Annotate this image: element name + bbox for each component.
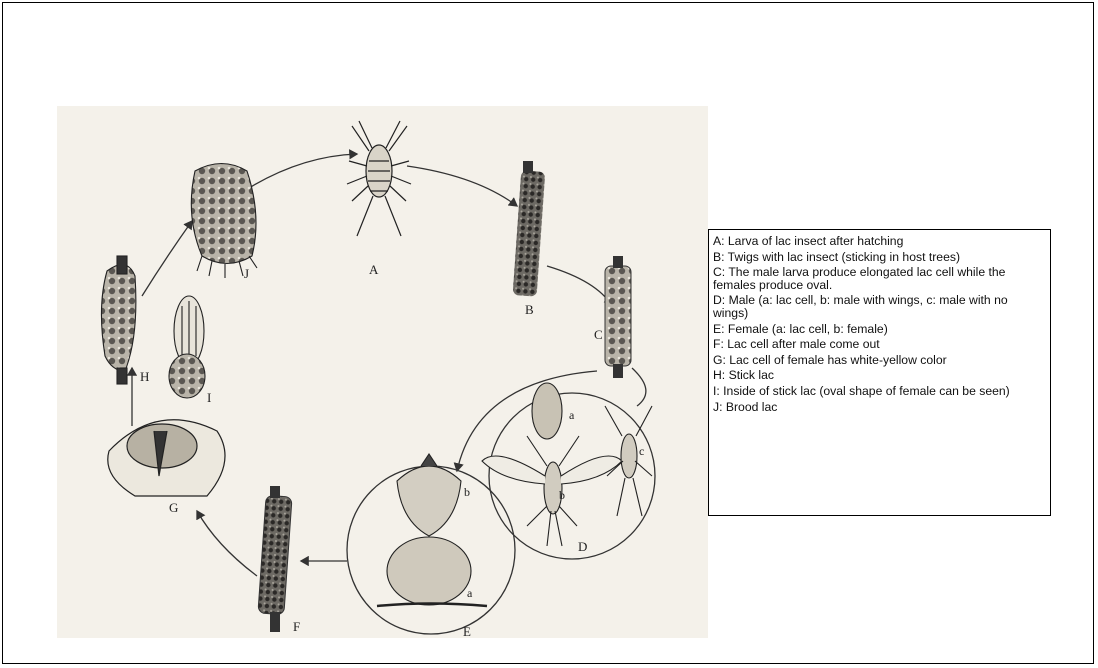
stage-label-e: E <box>463 624 471 640</box>
stage-label-b: B <box>525 302 534 318</box>
legend-item-e: E: Female (a: lac cell, b: female) <box>713 323 1046 336</box>
arrow-c-to-e <box>457 371 597 471</box>
stage-label-f: F <box>293 619 300 635</box>
twig-drawing <box>513 161 546 297</box>
arrow-f-to-g <box>197 511 257 576</box>
legend-item-a: A: Larva of lac insect after hatching <box>713 235 1046 248</box>
sub-label-d-c: c <box>639 444 644 459</box>
sub-label-d-b: b <box>559 488 565 503</box>
brood-lac-drawing <box>191 164 257 279</box>
stage-label-d: D <box>578 539 587 555</box>
lac-cell-after-male-out-drawing <box>258 486 292 632</box>
stage-label-g: G <box>169 500 178 516</box>
stage-label-c: C <box>594 327 603 343</box>
larva-drawing <box>347 121 411 236</box>
male-female-cells-twig-drawing <box>605 256 631 378</box>
inside-stick-lac-drawing <box>169 296 205 398</box>
legend-item-f: F: Lac cell after male come out <box>713 338 1046 351</box>
arrow-b-to-c <box>547 266 612 306</box>
legend-item-b: B: Twigs with lac insect (sticking in ho… <box>713 251 1046 264</box>
legend-item-i: I: Inside of stick lac (oval shape of fe… <box>713 385 1046 398</box>
arrow-h-to-j <box>142 221 192 296</box>
arrow-c-to-d <box>632 368 646 406</box>
legend-box: A: Larva of lac insect after hatching B:… <box>708 229 1051 516</box>
legend-item-d: D: Male (a: lac cell, b: male with wings… <box>713 294 1046 319</box>
lac-insect-life-cycle-diagram: A B C D E F G H I J a b c a b <box>57 106 708 638</box>
legend-item-h: H: Stick lac <box>713 369 1046 382</box>
arrow-a-to-b <box>407 166 517 206</box>
legend-item-c: C: The male larva produce elongated lac … <box>713 266 1046 291</box>
sub-label-e-b: b <box>464 485 470 500</box>
stage-label-i: I <box>207 390 211 406</box>
stage-label-a: A <box>369 262 378 278</box>
legend-item-g: G: Lac cell of female has white-yellow c… <box>713 354 1046 367</box>
male-insects-drawing <box>482 383 652 546</box>
arrow-j-to-a <box>249 154 357 188</box>
sub-label-d-a: a <box>569 408 574 423</box>
sub-label-e-a: a <box>467 586 472 601</box>
female-lac-cell-drawing <box>108 420 225 496</box>
stage-label-h: H <box>140 369 149 385</box>
life-cycle-drawing <box>57 106 708 638</box>
legend-item-j: J: Brood lac <box>713 401 1046 414</box>
female-insects-drawing <box>377 454 487 606</box>
stage-label-j: J <box>244 266 249 282</box>
stick-lac-drawing <box>101 256 135 384</box>
